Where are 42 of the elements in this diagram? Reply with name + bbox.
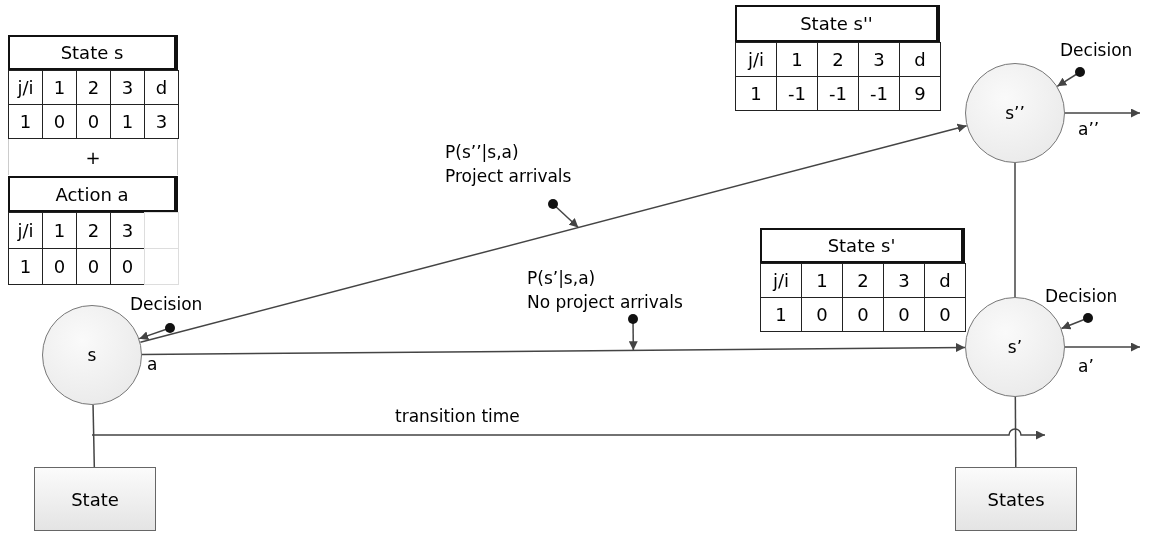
connector-line [92, 404, 96, 468]
table-title: State s' [760, 228, 965, 263]
pointer-arrow [548, 199, 580, 229]
state-circle: s’’ [965, 63, 1065, 163]
table-cell: j/i [735, 42, 777, 77]
pointer-arrow [138, 323, 175, 340]
transition-probability-text: P(s’’|s,a) [445, 141, 520, 164]
edge-label: a’’ [1078, 118, 1100, 141]
state-box: States [955, 467, 1077, 531]
arrow [91, 428, 1046, 440]
pointer-arrow [1056, 67, 1085, 88]
arrow [141, 343, 966, 356]
table-cell: d [144, 70, 179, 105]
table-cell: 1 [8, 248, 43, 285]
transition-probability-text: No project arrivals [527, 291, 683, 314]
plus-sign: + [8, 139, 178, 175]
table-cell: d [924, 263, 966, 298]
table-cell: 9 [899, 76, 941, 111]
table-cell: 1 [735, 76, 777, 111]
table-cell: j/i [760, 263, 802, 298]
table-title: Action a [8, 176, 178, 212]
arrow [1064, 342, 1141, 352]
connector-line [1014, 162, 1016, 298]
connector-line [1014, 396, 1017, 468]
table-cell: 1 [8, 104, 43, 139]
table-cell: 0 [924, 297, 966, 332]
table-title: State s [8, 35, 178, 70]
arrow [1064, 108, 1141, 118]
edge-label: transition time [395, 405, 520, 428]
table-title: State s'' [735, 5, 940, 42]
table-cell: 3 [144, 104, 179, 139]
action-label: a [147, 353, 158, 376]
table-cell: 1 [760, 297, 802, 332]
decision-label: Decision [1060, 39, 1133, 62]
state-box: State [34, 467, 156, 531]
transition-probability-text: P(s’|s,a) [527, 267, 597, 290]
pointer-arrow [628, 314, 638, 352]
arrow [139, 123, 968, 344]
transition-probability-text: Project arrivals [445, 165, 572, 188]
table-cell: d [899, 42, 941, 77]
edge-label: a’ [1078, 355, 1094, 378]
pointer-arrow [1060, 313, 1093, 330]
